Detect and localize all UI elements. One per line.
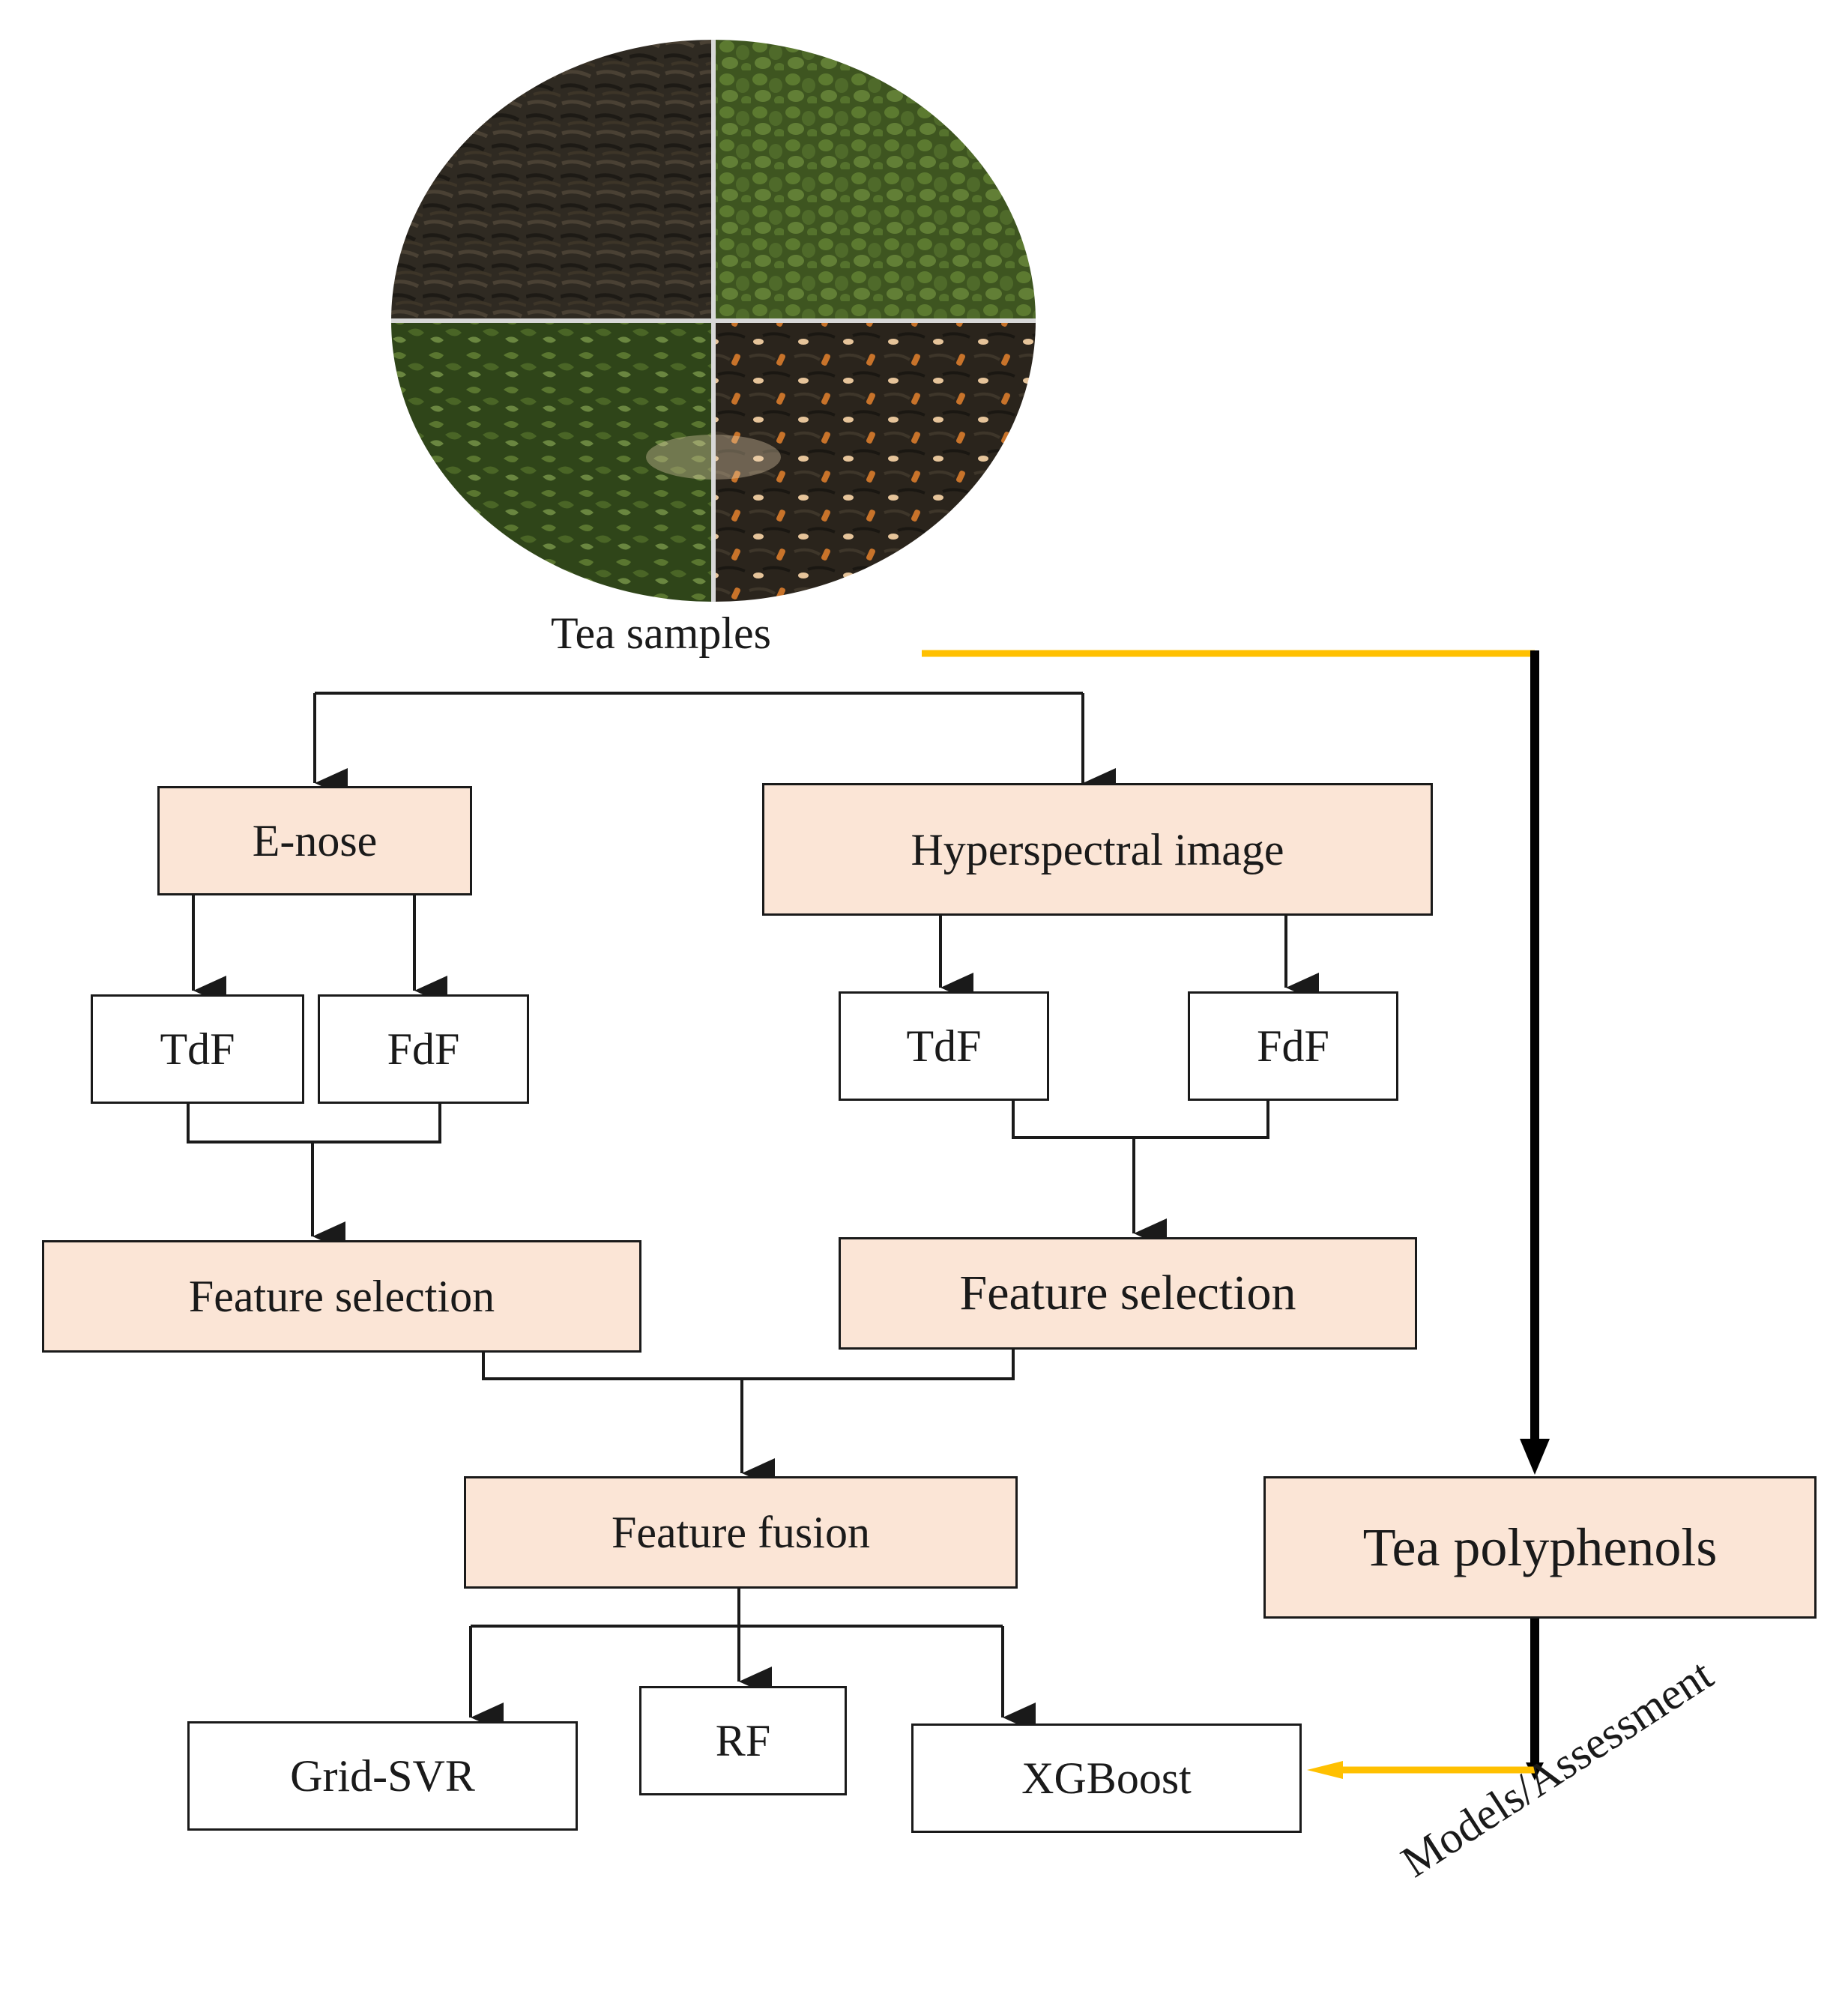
feature-fusion-box: Feature fusion [464, 1476, 1018, 1589]
hsi-branch-arrows [939, 916, 1319, 1003]
hsi-tdf-box: TdF [839, 991, 1049, 1101]
tea-samples-photo [391, 40, 1036, 602]
hyperspectral-image-box: Hyperspectral image [762, 783, 1433, 916]
selection-merge-connector [482, 1349, 1015, 1488]
hsi-merge-connector [1012, 1100, 1269, 1248]
enose-fdf-box: FdF [318, 994, 529, 1104]
split-connector [313, 692, 1116, 798]
model-grid-svr-box: Grid-SVR [187, 1721, 578, 1831]
enose-tdf-box: TdF [91, 994, 304, 1104]
enose-merge-connector [187, 1103, 441, 1251]
enose-box: E-nose [157, 786, 472, 895]
model-xgboost-box: XGBoost [911, 1723, 1302, 1833]
tea-polyphenols-box: Tea polyphenols [1263, 1476, 1817, 1619]
polyphenols-reference-path [922, 650, 1550, 1780]
feature-selection-left-box: Feature selection [42, 1240, 641, 1353]
enose-branch-arrows [192, 895, 447, 1006]
model-rf-box: RF [639, 1686, 847, 1795]
hsi-fdf-box: FdF [1188, 991, 1398, 1101]
tea-samples-caption: Tea samples [551, 608, 772, 658]
fusion-to-models-connector [469, 1587, 1036, 1732]
feature-selection-right-box: Feature selection [839, 1237, 1417, 1350]
